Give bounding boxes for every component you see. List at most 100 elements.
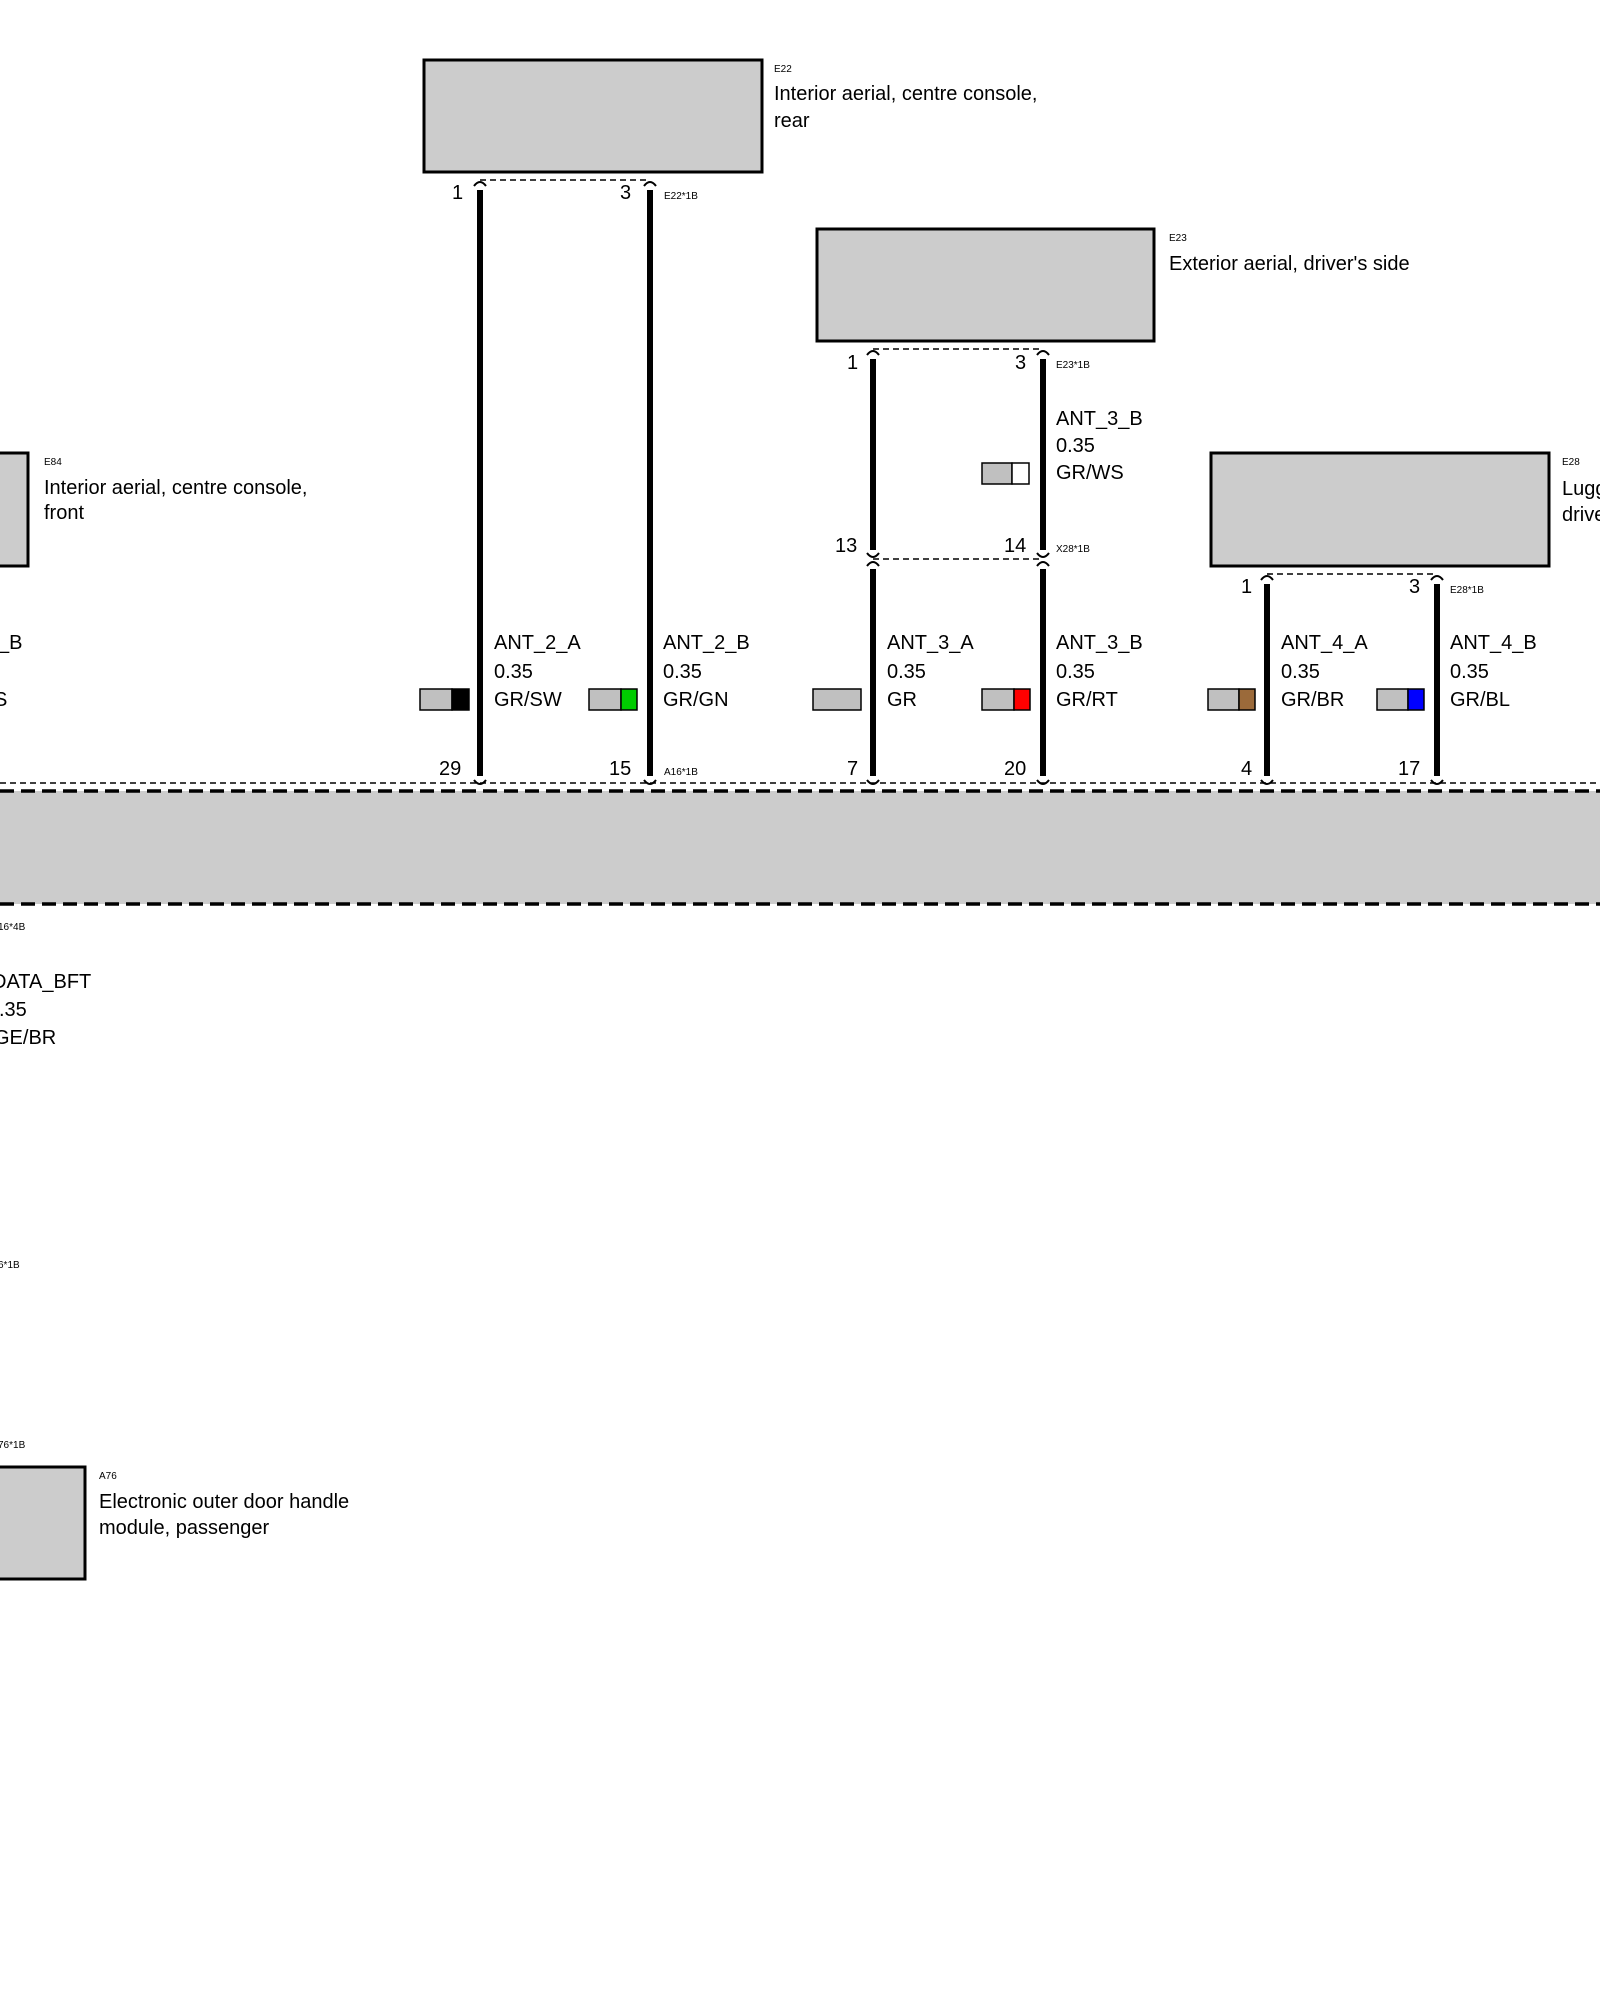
- component-a76: A76 Electronic outer door handle module,…: [0, 1440, 349, 1581]
- pin-hooks: [473, 181, 1444, 785]
- wire-size: 0.35: [1450, 661, 1489, 683]
- hook-x28-13-bottom: [866, 561, 880, 567]
- wire-size: 0.35: [494, 661, 533, 683]
- wire-color: GR/WS: [1056, 462, 1124, 484]
- hook-mod-7: [866, 779, 880, 785]
- wire-label-w3: ANT_3_A 0.35 GR: [887, 632, 974, 711]
- e84-name-line2: front: [44, 502, 84, 524]
- swatch-gr-rt: [981, 688, 1031, 711]
- pin-x28-a: 13: [835, 535, 857, 557]
- wire-color: GR/GN: [663, 689, 729, 711]
- e84-name-line1: Interior aerial, centre console,: [44, 477, 307, 499]
- a76-connector: 76*1B: [0, 1440, 26, 1451]
- e84-box: [0, 451, 30, 568]
- wire-size: .35: [0, 999, 27, 1021]
- hook-x28-14-bottom: [1036, 561, 1050, 567]
- swatch-gr-bl: [1376, 688, 1425, 711]
- a76-name-line2: module, passenger: [99, 1517, 269, 1539]
- hook-e23-1: [866, 350, 880, 356]
- x28-connector-label: X28*1B: [1056, 544, 1090, 555]
- wire-label-w1: ANT_2_A 0.35 GR/SW: [494, 632, 581, 711]
- hook-mod-29: [473, 779, 487, 785]
- wire-color: GR/BR: [1281, 689, 1344, 711]
- pin-mod-17: 17: [1398, 758, 1420, 780]
- e23-id: E23: [1169, 233, 1187, 244]
- pin-e23-b: 3: [1015, 352, 1026, 374]
- wire-name: ANT_2_B: [663, 632, 750, 654]
- hook-mod-4: [1260, 779, 1274, 785]
- wire-color: GE/BR: [0, 1027, 56, 1049]
- hook-mod-20: [1036, 779, 1050, 785]
- module-connector2-label: 6*1B: [0, 1260, 20, 1271]
- pin-mod-4: 4: [1241, 758, 1252, 780]
- wire-name: _B: [0, 632, 22, 654]
- swatch-gr-gn: [588, 688, 638, 711]
- e28-name-line2: drive: [1562, 504, 1600, 526]
- swatch-gr-br: [1207, 688, 1256, 711]
- wire-name: ANT_3_B: [1056, 632, 1143, 654]
- pin-mod-7: 7: [847, 758, 858, 780]
- pin-e28-b: 3: [1409, 576, 1420, 598]
- pin-e23-a: 1: [847, 352, 858, 374]
- e23-name: Exterior aerial, driver's side: [1169, 253, 1410, 275]
- pin-e28-a: 1: [1241, 576, 1252, 598]
- wire-label-w2: ANT_2_B 0.35 GR/GN: [663, 632, 750, 711]
- e22-id: E22: [774, 64, 792, 75]
- wire-name: ANT_4_A: [1281, 632, 1368, 654]
- e28-name-line1: Lugg: [1562, 478, 1600, 500]
- wire-name: DATA_BFT: [0, 971, 91, 993]
- wire-name: ANT_2_A: [494, 632, 581, 654]
- hook-e22-1: [473, 181, 487, 187]
- wire-color-swatches: [419, 462, 1425, 711]
- hook-e28-3: [1430, 575, 1444, 581]
- wire-label-left-partial: _B S: [0, 632, 22, 711]
- wire-label-ant3b-upper: ANT_3_B 0.35 GR/WS: [1056, 408, 1143, 484]
- e22-name-line1: Interior aerial, centre console,: [774, 83, 1037, 105]
- wire-name: ANT_3_B: [1056, 408, 1143, 430]
- wire-size: 0.35: [663, 661, 702, 683]
- wire-color: GR/SW: [494, 689, 562, 711]
- e22-box: [422, 58, 764, 174]
- hook-e28-1: [1260, 575, 1274, 581]
- a76-box: [0, 1465, 87, 1581]
- pin-x28-b: 14: [1004, 535, 1026, 557]
- module-box: [0, 791, 1600, 904]
- module-connector4-label: 16*4B: [0, 922, 26, 933]
- wire-label-data-bft: DATA_BFT .35 GE/BR: [0, 971, 91, 1049]
- e22-name-line2: rear: [774, 110, 810, 132]
- wire-name: ANT_3_A: [887, 632, 974, 654]
- a76-id: A76: [99, 1471, 117, 1482]
- wire-size: 0.35: [1056, 435, 1095, 457]
- module-connector-label: A16*1B: [664, 767, 698, 778]
- swatch-gr-sw: [419, 688, 470, 711]
- e28-id: E28: [1562, 457, 1580, 468]
- e22-connector-label: E22*1B: [664, 191, 698, 202]
- e23-box: [815, 227, 1156, 343]
- wire-color: S: [0, 689, 7, 711]
- component-e28: E28 Lugg drive: [1209, 451, 1600, 568]
- e28-connector-label: E28*1B: [1450, 585, 1484, 596]
- pin-mod-15: 15: [609, 758, 631, 780]
- wire-color: GR/RT: [1056, 689, 1118, 711]
- swatch-gr-ws: [981, 462, 1030, 485]
- wire-size: 0.35: [887, 661, 926, 683]
- component-e23: E23 Exterior aerial, driver's side: [815, 227, 1410, 343]
- swatch-gr: [812, 688, 862, 711]
- hook-x28-13-top: [866, 552, 880, 558]
- pin-mod-29: 29: [439, 758, 461, 780]
- pin-e22-b: 3: [620, 182, 631, 204]
- e28-box: [1209, 451, 1551, 568]
- component-e22: E22 Interior aerial, centre console, rea…: [422, 58, 1037, 174]
- e23-connector-label: E23*1B: [1056, 360, 1090, 371]
- wire-label-w4: ANT_3_B 0.35 GR/RT: [1056, 632, 1143, 711]
- wire-label-w6: ANT_4_B 0.35 GR/BL: [1450, 632, 1537, 711]
- wire-size: 0.35: [1056, 661, 1095, 683]
- a76-name-line1: Electronic outer door handle: [99, 1491, 349, 1513]
- hook-x28-14-top: [1036, 552, 1050, 558]
- hook-mod-15: [643, 779, 657, 785]
- pin-e22-a: 1: [452, 182, 463, 204]
- wire-color: GR: [887, 689, 917, 711]
- wire-label-w5: ANT_4_A 0.35 GR/BR: [1281, 632, 1368, 711]
- hook-e22-3: [643, 181, 657, 187]
